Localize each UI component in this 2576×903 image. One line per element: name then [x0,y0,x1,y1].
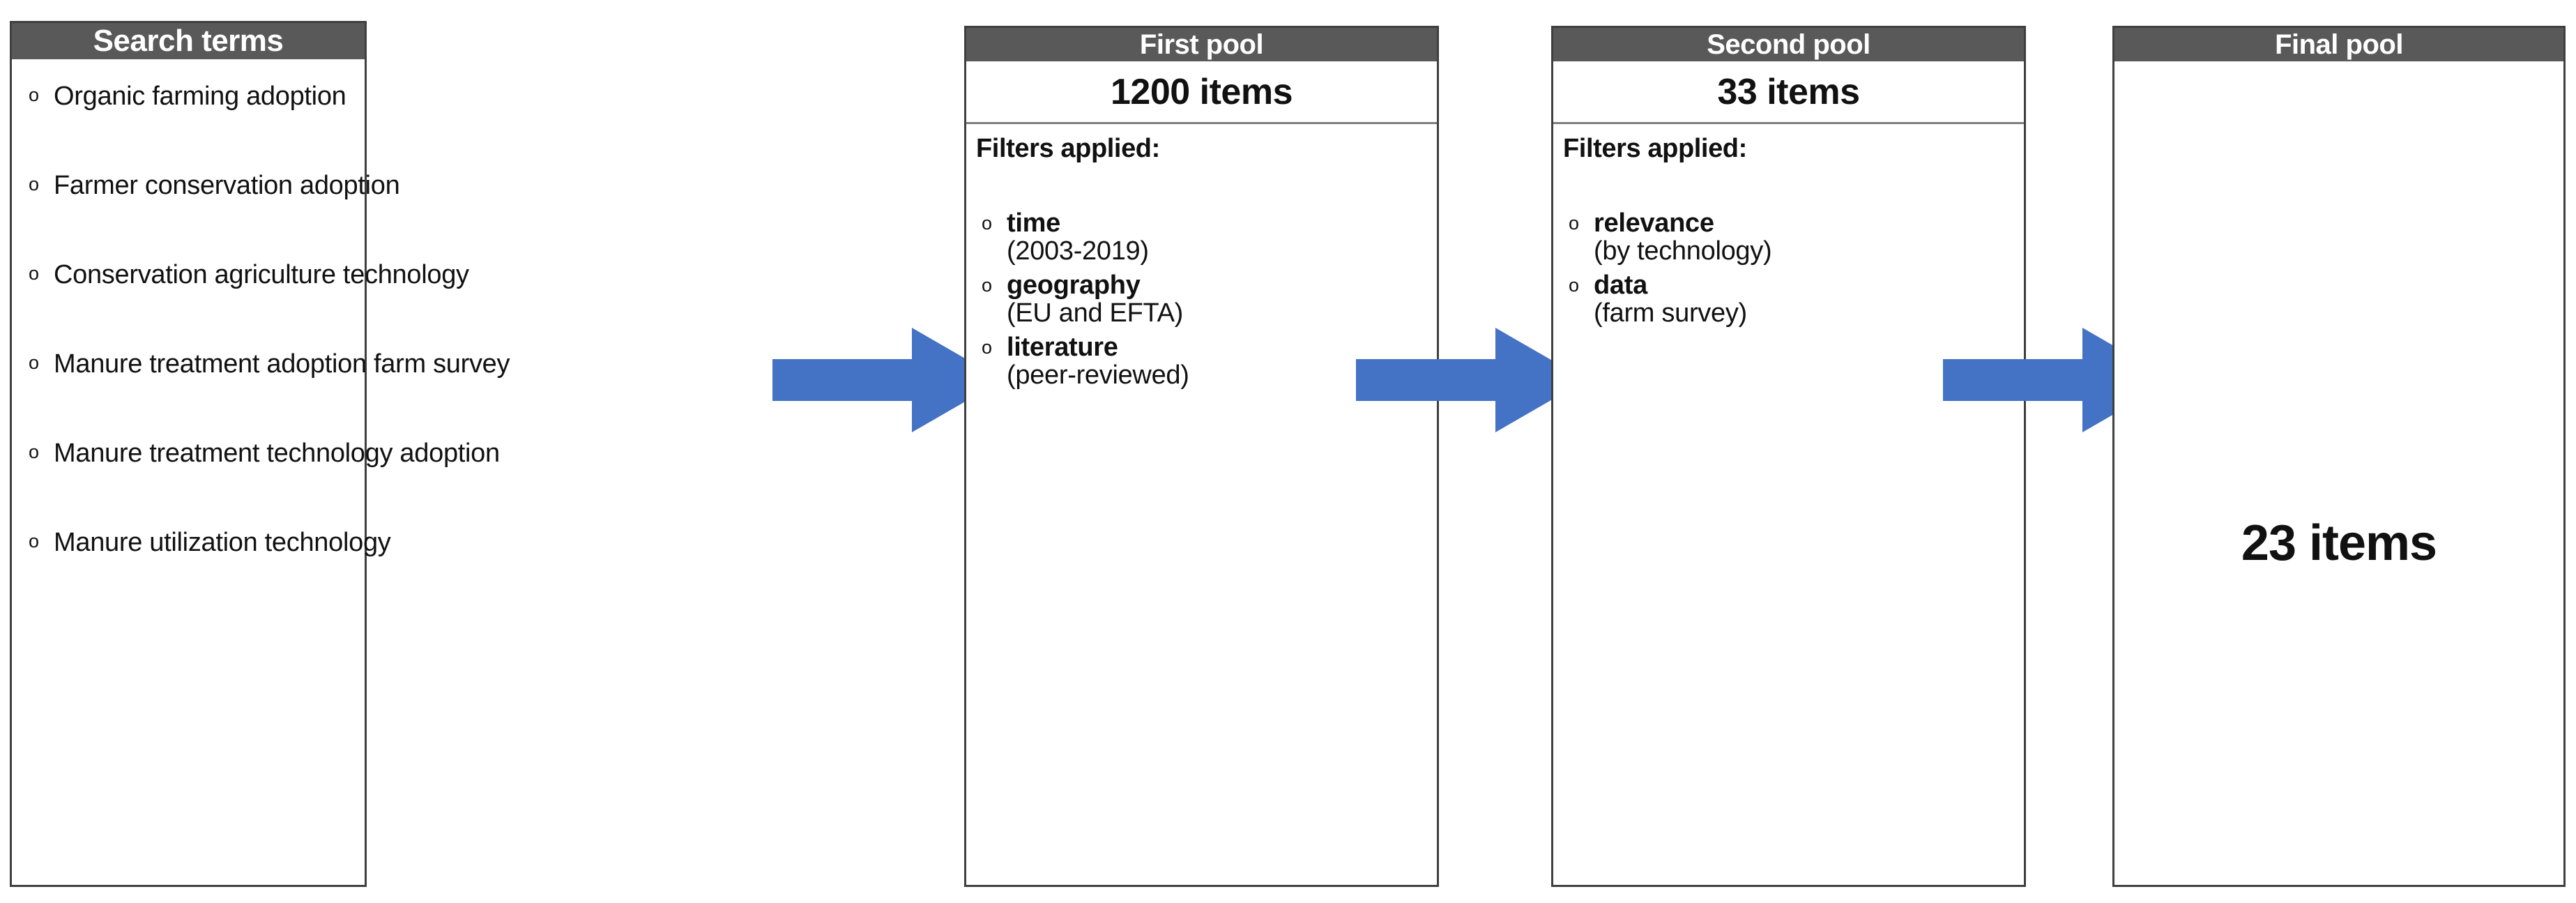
right-block-arrow-icon [772,328,1003,432]
filter-label: relevance [1594,208,1714,238]
filter-body: relevance (by technology) [1594,208,1772,266]
bullet-icon: o [29,263,39,284]
second-pool-header: Second pool [1553,28,2024,61]
filter-item: o data (farm survey) [1563,272,2024,327]
bullet-icon: o [982,275,993,296]
search-term-label: Manure treatment technology adoption [54,439,500,468]
search-term-label: Manure treatment adoption farm survey [54,349,510,379]
search-term-label: Conservation agriculture technology [54,260,469,289]
second-pool-count: 33 items [1717,71,1860,112]
filter-detail: (by technology) [1594,236,1772,266]
search-term-label: Organic farming adoption [54,82,346,111]
bullet-icon: o [1569,213,1580,234]
bullet-icon: o [29,531,39,552]
filter-label: literature [1007,333,1118,363]
filters-applied-label: Filters applied: [1563,134,1747,163]
search-term-item: o Conservation agriculture technology [22,261,469,351]
search-terms-body: o Organic farming adoption o Farmer cons… [12,59,510,619]
first-pool-body: 1200 items Filters applied: o time (2003… [966,61,1437,389]
filters-applied-label: Filters applied: [976,134,1160,163]
search-term-label: Farmer conservation adoption [54,171,400,200]
bullet-icon: o [29,84,39,105]
first-pool-count-band: 1200 items [966,61,1437,124]
filter-item: o time (2003-2019) [976,208,1437,266]
filter-item: o relevance (by technology) [1563,208,2024,266]
first-pool-header: First pool [966,28,1437,61]
second-pool-count-band: 33 items [1553,61,2024,124]
filter-detail: (2003-2019) [1007,236,1149,266]
bullet-icon: o [1569,275,1580,296]
filter-body: data (farm survey) [1594,272,1747,327]
final-pool-count: 23 items [2241,515,2437,571]
final-pool-box: Final pool 23 items [2112,26,2566,887]
first-pool-count: 1200 items [1111,71,1293,112]
second-pool-filters: Filters applied: o relevance (by technol… [1553,124,2024,327]
first-pool-box: First pool 1200 items Filters applied: o… [964,26,1439,887]
filter-item: o geography (EU and EFTA) [976,272,1437,327]
filter-body: time (2003-2019) [1007,208,1149,266]
final-pool-header: Final pool [2114,28,2563,61]
filter-label: time [1007,208,1060,238]
bullet-icon: o [29,174,39,195]
search-term-item: o Organic farming adoption [22,83,365,172]
filter-detail: (farm survey) [1594,298,1747,328]
search-term-item: o Manure utilization technology [22,529,391,619]
search-terms-header: Search terms [12,23,365,59]
bullet-icon: o [982,337,993,358]
filter-label: data [1594,271,1647,301]
search-term-item: o Farmer conservation adoption [22,172,400,261]
first-pool-filters: Filters applied: o time (2003-2019) o ge… [966,124,1437,389]
search-term-item: o Manure treatment adoption farm survey [22,351,510,440]
filter-item: o literature (peer-reviewed) [976,334,1437,389]
bullet-icon: o [982,213,993,234]
bullet-icon: o [29,441,39,462]
search-terms-box: Search terms o Organic farming adoption … [10,21,510,887]
search-term-item: o Manure treatment technology adoption [22,440,500,529]
bullet-icon: o [29,352,39,373]
filter-detail: (EU and EFTA) [1007,298,1184,328]
filter-label: geography [1007,271,1141,301]
filter-body: geography (EU and EFTA) [1007,272,1183,327]
filter-detail: (peer-reviewed) [1007,360,1189,390]
search-term-label: Manure utilization technology [54,528,391,557]
second-pool-body: 33 items Filters applied: o relevance (b… [1553,61,2024,327]
filter-body: literature (peer-reviewed) [1007,334,1189,389]
right-block-arrow-icon [1356,328,1586,432]
second-pool-box: Second pool 33 items Filters applied: o … [1551,26,2026,887]
